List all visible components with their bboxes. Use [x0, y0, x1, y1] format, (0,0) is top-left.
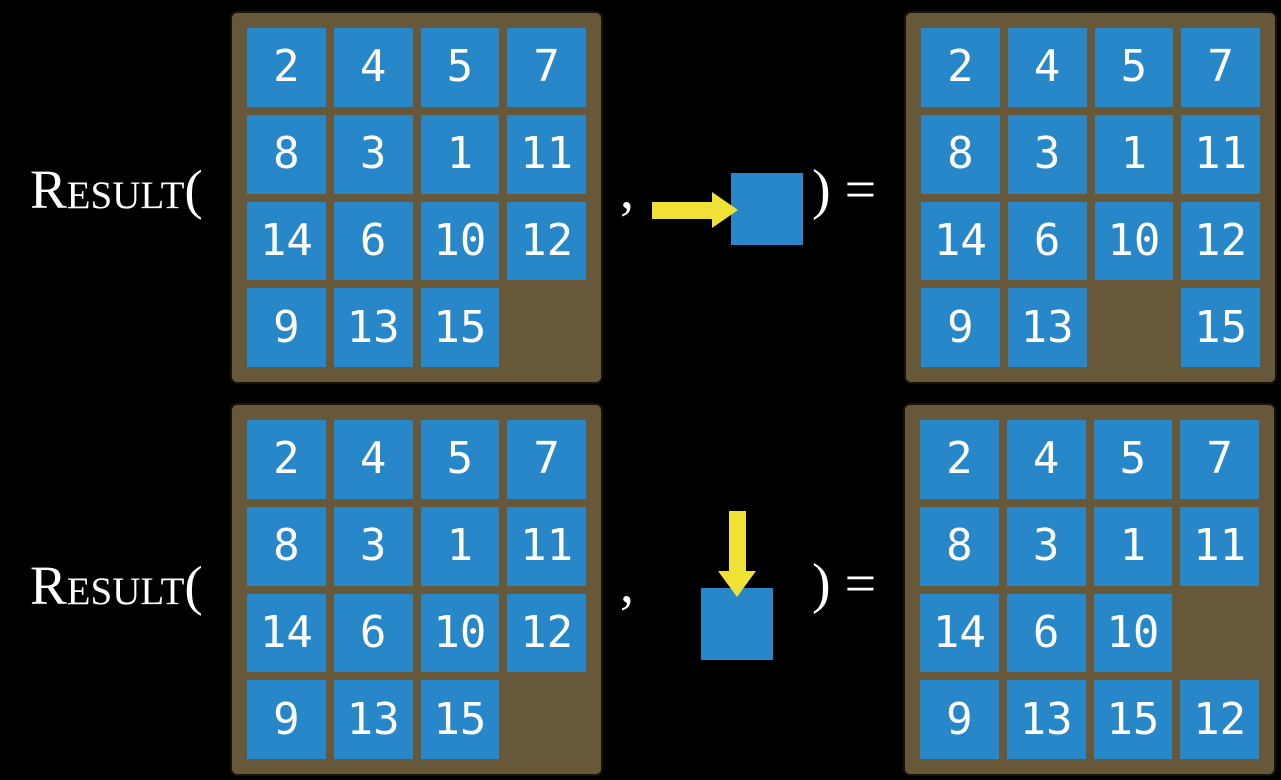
puzzle-tile: 4: [333, 28, 413, 107]
puzzle-tile: 2: [921, 28, 1000, 107]
puzzle-tile: 15: [1093, 680, 1173, 759]
puzzle-tile: 15: [420, 680, 500, 759]
puzzle-tile: 13: [1007, 288, 1087, 367]
puzzle-tile: 7: [1181, 28, 1260, 107]
result-open-label-2: Result(: [30, 555, 203, 616]
puzzle-tile: 5: [1093, 420, 1173, 499]
puzzle-tile: 11: [507, 114, 586, 194]
puzzle-tile: 8: [920, 506, 999, 586]
puzzle-tile: 2: [920, 420, 999, 499]
puzzle-tile: 6: [333, 593, 413, 673]
puzzle-tile: 2: [247, 420, 326, 499]
puzzle-tile: 4: [1007, 28, 1087, 107]
puzzle-tile: 14: [247, 201, 326, 281]
puzzle-tile: 4: [1006, 420, 1086, 499]
puzzle-tile: 9: [247, 680, 326, 759]
puzzle-tile: 8: [247, 506, 326, 586]
puzzle-tile: 10: [1093, 593, 1173, 673]
puzzle-tile: 1: [1094, 114, 1174, 194]
puzzle-tile: 12: [507, 593, 586, 673]
blank-move-tile-2: [701, 588, 773, 660]
empty-cell: [507, 288, 586, 367]
puzzle-tile: 14: [247, 593, 326, 673]
puzzle-tile: 14: [921, 201, 1000, 281]
empty-cell: [1180, 594, 1259, 673]
down-arrow-icon: [718, 511, 756, 597]
empty-cell: [507, 680, 586, 759]
puzzle-tile: 9: [921, 288, 1000, 367]
puzzle-tile: 10: [420, 201, 500, 281]
puzzle-tile: 1: [1093, 506, 1173, 586]
puzzle-tile: 5: [420, 420, 500, 499]
puzzle-tile: 8: [921, 114, 1000, 194]
puzzle-tile: 6: [1006, 593, 1086, 673]
right-arrow-shaft: [652, 202, 714, 219]
puzzle-tile: 11: [1180, 506, 1259, 586]
right-arrow-icon: [652, 192, 738, 228]
puzzle-tile: 1: [420, 506, 500, 586]
puzzle-tile: 6: [1007, 201, 1087, 281]
down-arrow-head: [718, 571, 756, 597]
down-arrow-shaft: [729, 511, 746, 573]
puzzle-tile: 5: [1094, 28, 1174, 107]
puzzle-tile: 11: [507, 506, 586, 586]
puzzle-tile: 10: [420, 593, 500, 673]
result-close-label-1: ) =: [812, 159, 877, 221]
puzzle-tile: 12: [1181, 201, 1260, 281]
comma-1: ,: [620, 159, 634, 221]
puzzle-tile: 9: [247, 288, 326, 367]
puzzle-tile: 13: [1006, 680, 1086, 759]
puzzle-tile: 10: [1094, 201, 1174, 281]
puzzle-tile: 3: [333, 114, 413, 194]
puzzle-tile: 12: [1180, 680, 1259, 759]
puzzle-tile: 15: [420, 288, 500, 367]
puzzle-tile: 1: [420, 114, 500, 194]
empty-cell: [1095, 288, 1174, 367]
right-arrow-head: [712, 192, 738, 228]
puzzle-tile: 8: [247, 114, 326, 194]
puzzle-tile: 4: [333, 420, 413, 499]
puzzle-tile: 7: [1180, 420, 1259, 499]
puzzle-tile: 11: [1181, 114, 1260, 194]
comma-2: ,: [620, 553, 634, 615]
puzzle-tile: 6: [333, 201, 413, 281]
puzzle-tile: 3: [1007, 114, 1087, 194]
puzzle-tile: 7: [507, 420, 586, 499]
puzzle-tile: 13: [333, 288, 413, 367]
result-open-label-1: Result(: [30, 159, 203, 220]
result-close-label-2: ) =: [812, 553, 877, 615]
puzzle-tile: 12: [507, 201, 586, 281]
blank-move-tile-1: [731, 173, 803, 245]
puzzle-tile: 3: [333, 506, 413, 586]
puzzle-tile: 3: [1006, 506, 1086, 586]
puzzle-tile: 13: [333, 680, 413, 759]
puzzle-tile: 14: [920, 593, 999, 673]
puzzle-tile: 15: [1181, 288, 1260, 367]
puzzle-tile: 9: [920, 680, 999, 759]
puzzle-tile: 2: [247, 28, 326, 107]
puzzle-tile: 5: [420, 28, 500, 107]
puzzle-tile: 7: [507, 28, 586, 107]
